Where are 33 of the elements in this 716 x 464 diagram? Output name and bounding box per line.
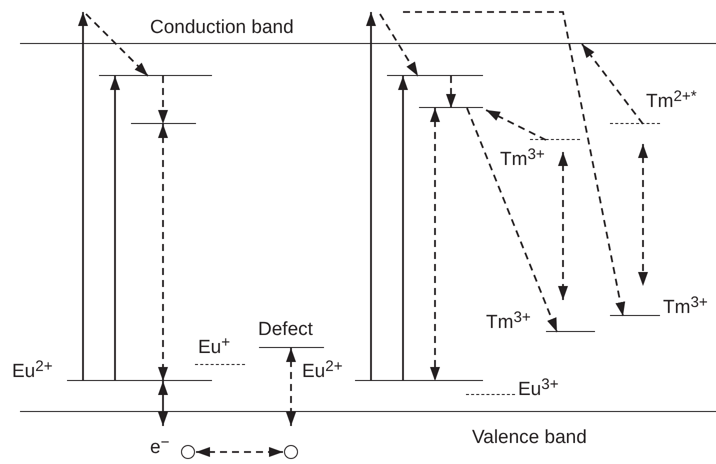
transition-arrow <box>638 144 648 286</box>
transition-arrow <box>430 108 440 381</box>
transition-arrow <box>446 76 456 108</box>
transition-arrow <box>85 13 149 77</box>
transition-arrow <box>581 43 644 125</box>
band-label: Valence band <box>472 428 587 447</box>
level-label: Eu$^{2+}$ <box>12 362 53 381</box>
transition-arrow <box>78 12 88 381</box>
transition-arrow <box>158 124 168 381</box>
carrier-label: e$^{−}$ <box>150 438 170 457</box>
carrier-circle <box>181 445 195 459</box>
level-label: Tm$^{3+}$ <box>663 298 708 317</box>
transition-arrow <box>110 76 120 381</box>
level-label: Tm$^{3+}$ <box>500 150 545 169</box>
transition-arrow <box>558 152 568 300</box>
transition-arrow <box>158 76 168 124</box>
level-label: Eu$^{3+}$ <box>518 380 559 399</box>
level-label: Defect <box>258 320 313 339</box>
transition-arrow <box>403 11 626 316</box>
level-label: Eu$^{2+}$ <box>302 362 343 381</box>
transition-arrow <box>466 108 558 332</box>
transition-arrow <box>196 447 283 457</box>
level-label: Tm$^{3+}$ <box>486 313 531 332</box>
transition-arrow <box>379 14 419 76</box>
transition-arrow <box>486 109 546 141</box>
transition-arrow <box>158 381 168 426</box>
transition-arrow <box>286 348 296 426</box>
transition-arrow <box>398 76 408 381</box>
band-label: Conduction band <box>150 18 294 37</box>
transition-arrow <box>366 12 376 381</box>
level-label: Tm$^{2+*}$ <box>646 92 697 111</box>
carrier-circle <box>284 445 298 459</box>
level-label: Eu$^{+}$ <box>198 338 230 357</box>
